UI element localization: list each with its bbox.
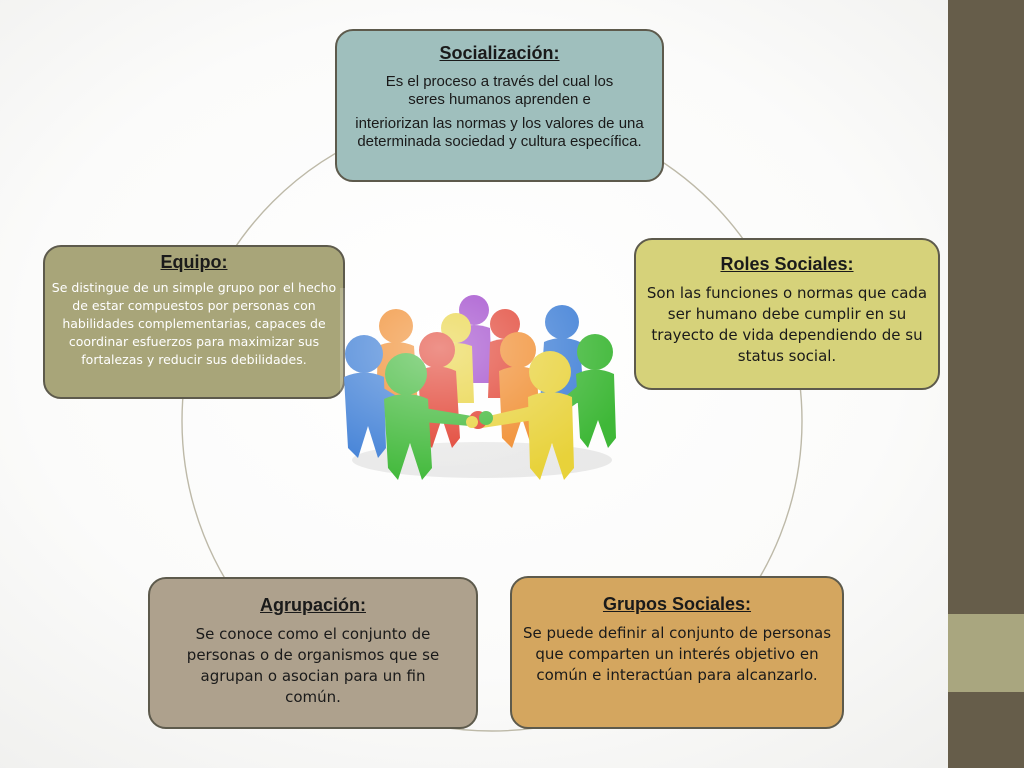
grupos-sociales-text: Se puede definir al conjunto de personas… bbox=[522, 624, 832, 684]
agrupacion-text: Se conoce como el conjunto de personas o… bbox=[186, 625, 440, 706]
agrupacion-title: Agrupación: bbox=[260, 595, 366, 615]
team-of-people-icon bbox=[340, 288, 625, 488]
equipo-box: Equipo: Se distingue de un simple grupo … bbox=[43, 245, 345, 399]
equipo-text: Se distingue de un simple grupo por el h… bbox=[51, 280, 337, 367]
grupos-sociales-title: Grupos Sociales: bbox=[602, 594, 752, 614]
equipo-title: Equipo: bbox=[160, 252, 228, 272]
roles-sociales-title: Roles Sociales: bbox=[720, 254, 854, 274]
socializacion-text-1: Es el proceso a través del cual los sere… bbox=[385, 73, 614, 108]
roles-sociales-box: Roles Sociales: Son las funciones o norm… bbox=[634, 238, 940, 390]
socializacion-box: Socialización: Es el proceso a través de… bbox=[335, 29, 664, 182]
agrupacion-box: Agrupación: Se conoce como el conjunto d… bbox=[148, 577, 478, 729]
socializacion-text-2: interiorizan las normas y los valores de… bbox=[355, 115, 644, 150]
side-accent bbox=[948, 614, 1024, 692]
grupos-sociales-box: Grupos Sociales: Se puede definir al con… bbox=[510, 576, 844, 729]
roles-sociales-text: Son las funciones o normas que cada ser … bbox=[646, 284, 928, 365]
socializacion-title: Socialización: bbox=[439, 43, 560, 63]
